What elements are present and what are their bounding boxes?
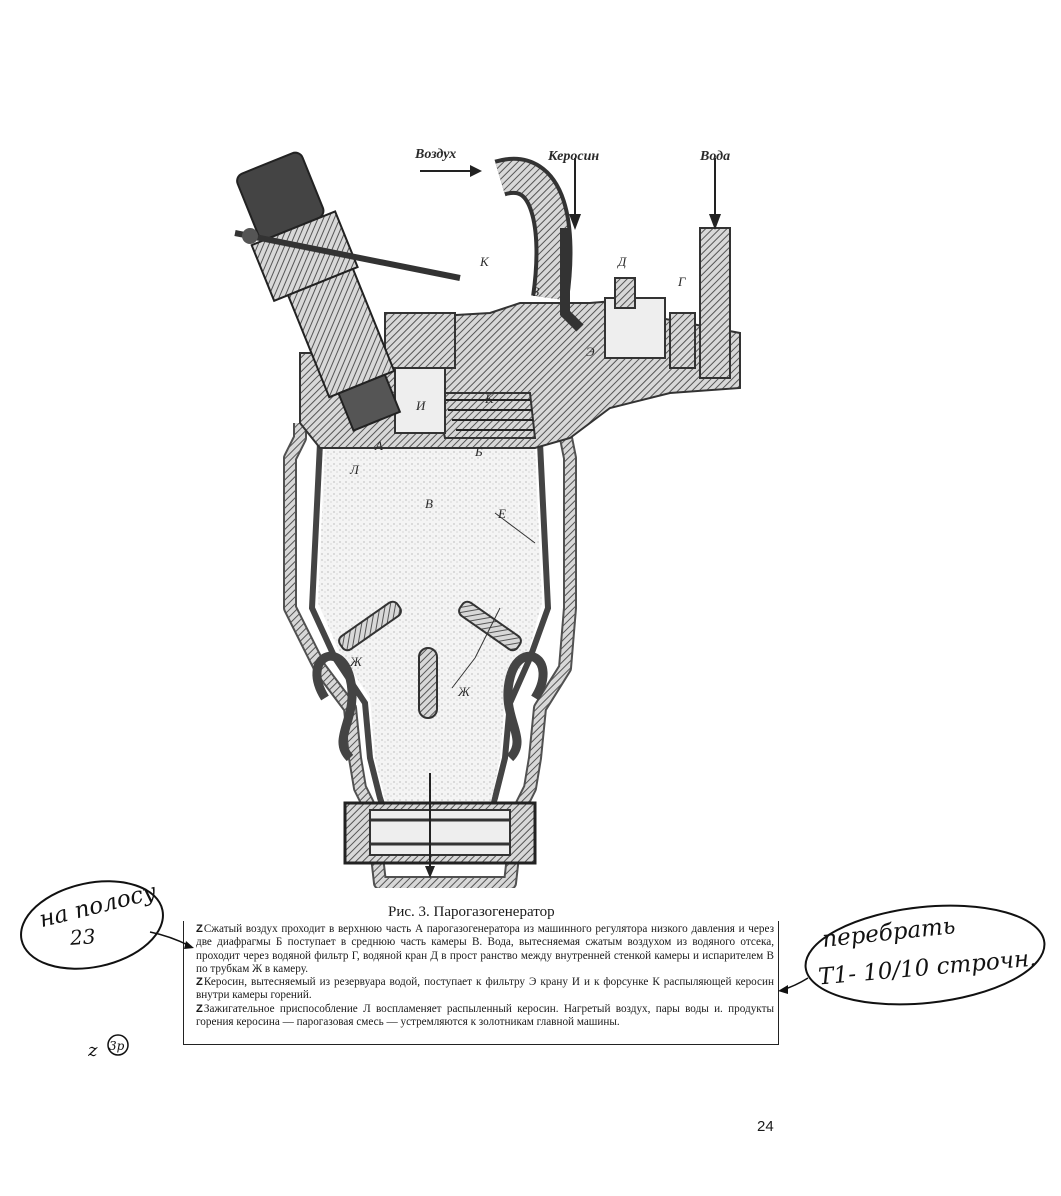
handwritten-note-left-line2: 23: [69, 924, 97, 950]
margin-proof-mark: z 3р: [88, 1034, 129, 1061]
label-air: Воздух: [414, 147, 456, 162]
label-e2: Э: [586, 344, 595, 359]
steam-gas-generator-diagram: Воздух Керосин Вода А Б В Г Д Е Ж Ж З К …: [234, 147, 741, 888]
label-kerosene: Керосин: [547, 149, 599, 164]
label-a: А: [374, 438, 383, 453]
label-g: Г: [677, 274, 686, 289]
inner-wall: [308, 442, 393, 829]
handwritten-note-left-line1: на полосу: [36, 878, 159, 934]
paragraph-3: ZЗажигательное приспособление Л воспламе…: [196, 1003, 774, 1030]
body-text-box: ZСжатый воздух проходит в верхнюю часть …: [183, 921, 779, 1045]
label-k-grid: К: [484, 391, 495, 406]
paragraph-text: Зажигательное приспособление Л воспламен…: [196, 1002, 774, 1029]
label-l: Л: [349, 462, 360, 477]
label-i: И: [415, 398, 426, 413]
paragraph-mark: Z: [196, 923, 203, 935]
figure-caption: Рис. 3. Парогазогенератор: [388, 904, 555, 920]
handwritten-note-right-line2: Т1- 10/10 строчн.: [817, 945, 1038, 991]
label-d: Д: [616, 254, 627, 269]
paragraph-mark: Z: [196, 1002, 203, 1015]
paragraph-text: Керосин, вытесняемый из резервуара водой…: [196, 976, 774, 1002]
svg-text:z: z: [88, 1040, 98, 1061]
margin-mark-text: 3р: [109, 1039, 125, 1053]
page-number: 24: [757, 1118, 774, 1135]
label-e: Е: [497, 506, 506, 521]
label-zh-right: Ж: [457, 684, 471, 699]
label-k-top: К: [479, 254, 490, 269]
label-water: Вода: [699, 149, 730, 164]
label-b: Б: [474, 444, 483, 459]
paragraph-text: Сжатый воздух проходит в верхнюю часть А…: [196, 923, 774, 975]
label-v: В: [425, 496, 433, 511]
handwritten-note-right-line1: перебрать: [821, 913, 957, 953]
label-z: З: [533, 284, 540, 299]
paragraph-mark: Z: [196, 976, 203, 989]
paragraph-2: ZКеросин, вытесняемый из резервуара водо…: [196, 976, 774, 1003]
paragraph-1: ZСжатый воздух проходит в верхнюю часть …: [196, 923, 774, 976]
label-zh-left: Ж: [349, 654, 363, 669]
